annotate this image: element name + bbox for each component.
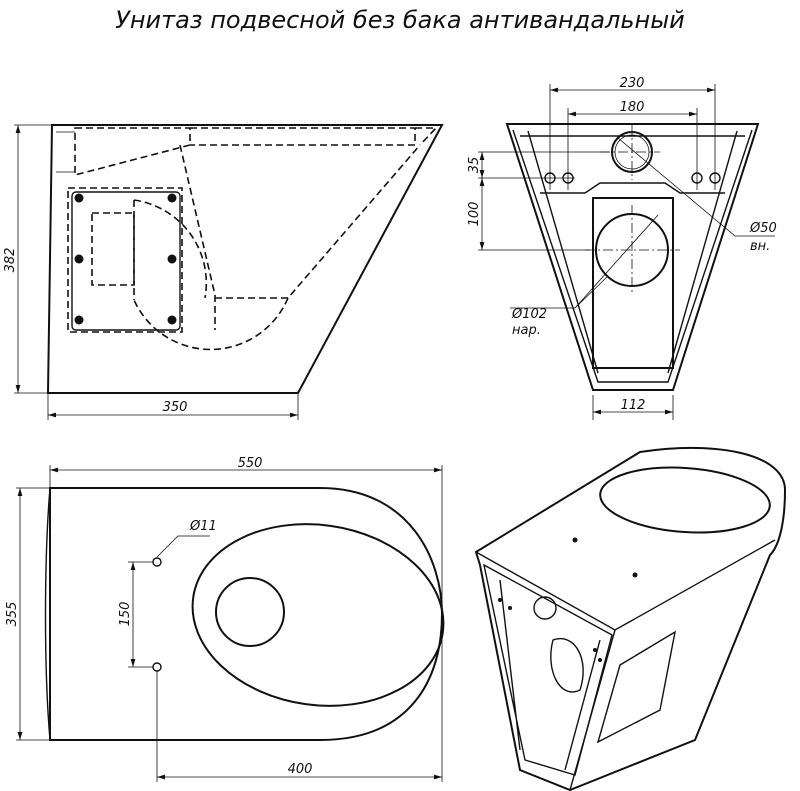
bolt-icons — [74, 193, 177, 325]
dim-400: 400 — [288, 762, 313, 777]
side-view: 382 350 — [3, 124, 444, 420]
drawing-title: Унитаз подвесной без бака антивандальный — [115, 6, 685, 34]
isometric-view — [474, 446, 787, 791]
front-view: 230 180 35 100 112 Ø50 вн. Ø102 нар. — [467, 76, 777, 420]
dim-width: 350 — [163, 400, 188, 415]
dim-height: 382 — [3, 248, 18, 273]
dim-150: 150 — [118, 602, 133, 627]
top-view: 550 355 150 Ø11 400 — [5, 456, 445, 782]
dim-hole-diameter: Ø11 — [189, 519, 217, 534]
small-pipe-diameter: Ø50 — [749, 221, 777, 236]
dim-100: 100 — [467, 202, 482, 227]
large-pipe-diameter: Ø102 — [511, 307, 547, 322]
small-pipe-note: вн. — [750, 239, 770, 254]
dim-112: 112 — [621, 398, 646, 413]
dim-355: 355 — [5, 602, 20, 627]
dim-35: 35 — [467, 157, 482, 174]
dim-550: 550 — [238, 456, 263, 471]
dim-180: 180 — [620, 100, 645, 115]
dim-230: 230 — [620, 76, 645, 91]
large-pipe-note: нар. — [512, 323, 541, 338]
